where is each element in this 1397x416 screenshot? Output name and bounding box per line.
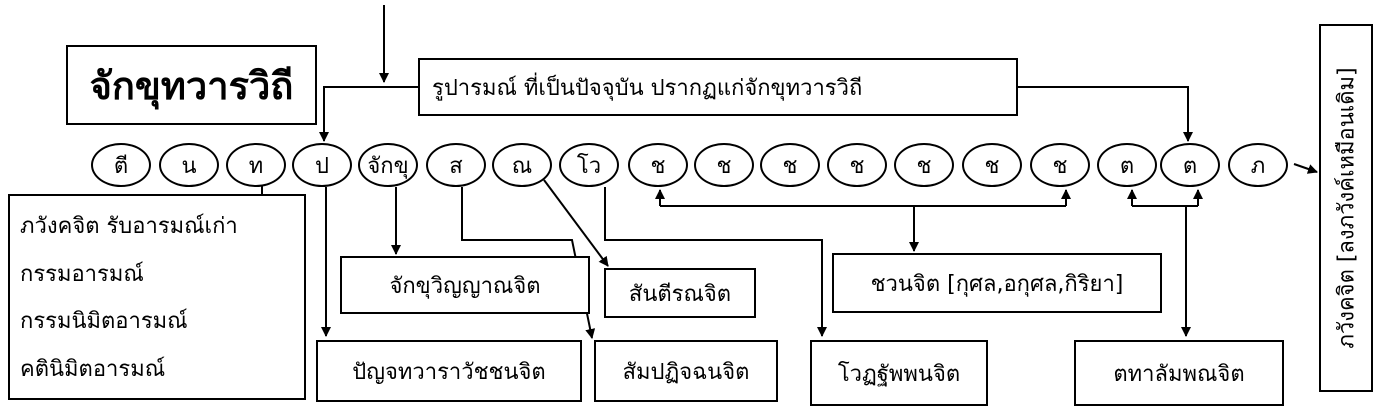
arrow-na-diag: [543, 179, 609, 267]
left-box-line: ภวังคจิต รับอารมณ์เก่า: [20, 214, 238, 240]
santirana-label: สันตีรณจิต: [604, 268, 756, 318]
citta-circle: ป: [292, 143, 352, 187]
citta-circle: ช: [760, 143, 820, 187]
sampaticchana-label: สัมปฏิจฉนจิต: [594, 340, 778, 402]
citta-circle: ภ: [1228, 143, 1288, 187]
citta-circle: ช: [894, 143, 954, 187]
javana-label-wrap: ชวนจิต [กุศล,อกุศล,กิริยา]: [832, 253, 1162, 313]
javana-label: ชวนจิต [กุศล,อกุศล,กิริยา]: [870, 271, 1124, 297]
bhavanga-object-box: ภวังคจิต รับอารมณ์เก่า กรรมอารมณ์ กรรมนิ…: [8, 194, 306, 400]
bhavanga-vertical-label: ภวังคจิต [ลงภวังค์เหมือนเดิม]: [1334, 67, 1360, 349]
votthappana-label: โวฏฐัพพนจิต: [810, 340, 988, 406]
arrow-to-pa: [319, 86, 418, 142]
citta-circle: ณ: [492, 143, 552, 187]
bhavanga-vertical-box: ภวังคจิต [ลงภวังค์เหมือนเดิม]: [1319, 24, 1373, 392]
citta-circle: ช: [694, 143, 754, 187]
left-box-line: กรรมนิมิตอารมณ์: [20, 309, 188, 335]
rupa-object-label: รูปารมณ์ ที่เป็นปัจจุบัน ปรากฏแก่จักขุทว…: [418, 58, 1018, 116]
citta-circle: ช: [827, 143, 887, 187]
citta-circle: ช: [628, 143, 688, 187]
citta-circle: จักขุ: [358, 143, 418, 187]
left-box-line: คตินิมิตอารมณ์: [20, 356, 166, 382]
citta-circle: ช: [1030, 143, 1090, 187]
tadalambana-label: ตทาลัมพณจิต: [1074, 340, 1284, 406]
arrow-vo-down: [604, 187, 827, 337]
citta-circle: ต: [1160, 143, 1220, 187]
citta-circle: ตี: [91, 143, 151, 187]
diagram-title: จักขุทวารวิถี: [66, 45, 317, 125]
citta-circle: โว: [559, 143, 619, 187]
citta-circle: ต: [1097, 143, 1157, 187]
citta-circle: น: [159, 143, 219, 187]
citta-circle: ช: [962, 143, 1022, 187]
citta-circle: ส: [426, 143, 486, 187]
arrow-to-ta: [1018, 86, 1193, 142]
citta-circle: ท: [226, 143, 286, 187]
panca-dvara-label: ปัญจทวาราวัชชนจิต: [316, 340, 582, 402]
left-box-line: กรรมอารมณ์: [20, 261, 144, 287]
chakkhu-vinnana-label: จักขุวิญญาณจิต: [340, 256, 590, 314]
arrow-to-bhavanga: [1293, 163, 1318, 174]
